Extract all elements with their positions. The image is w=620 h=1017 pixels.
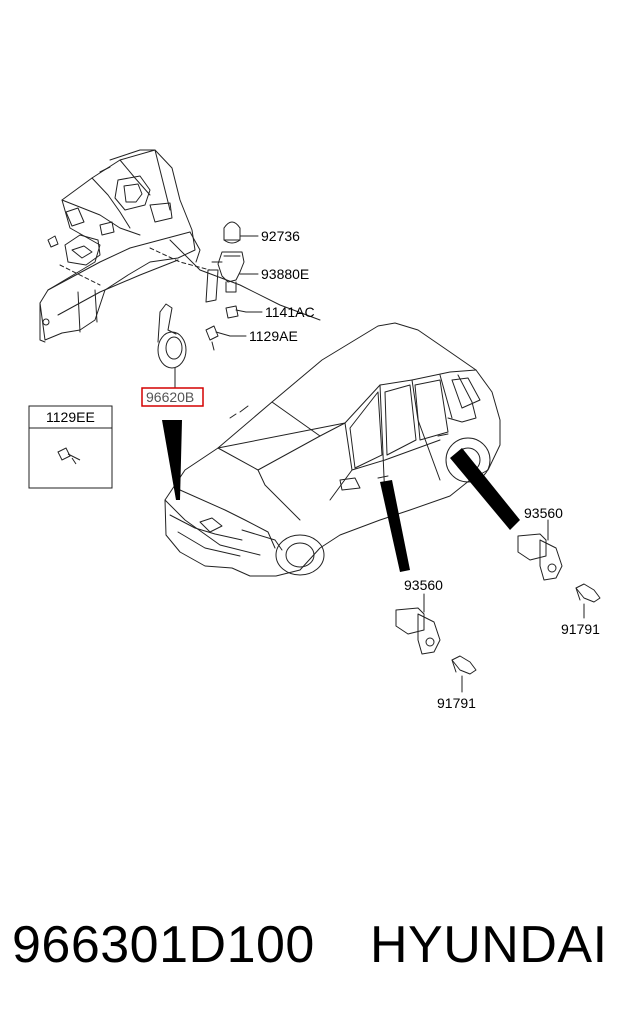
leader-arrow-rear-door	[450, 448, 520, 530]
part-number-caption: 966301D100	[12, 916, 315, 974]
horn-part-96620b	[157, 303, 187, 389]
door-switch-left	[395, 593, 477, 693]
bolt-part-1129ae	[205, 325, 247, 351]
callout-93560-left: 93560	[404, 577, 443, 593]
switch-part-93880e	[205, 251, 259, 303]
bolt-icon	[57, 447, 81, 465]
legend-box-1129ee: 1129EE	[28, 405, 113, 489]
leader-arrow-horn	[162, 420, 182, 500]
brand-caption: HYUNDAI	[370, 916, 608, 974]
callout-1129ae: 1129AE	[249, 328, 298, 344]
callout-1129ee: 1129EE	[46, 409, 95, 425]
leader-arrow-front-door	[380, 480, 410, 572]
callout-91791-right: 91791	[561, 621, 600, 637]
highlight-box-96620b	[141, 387, 204, 407]
callout-92736: 92736	[261, 228, 300, 244]
cap-part-92736	[223, 221, 259, 244]
door-switch-right	[517, 519, 601, 619]
front-frame-assembly	[39, 149, 321, 343]
screw-part-1141ac	[225, 305, 263, 319]
vehicle-outline	[164, 322, 501, 577]
callout-93880e: 93880E	[261, 266, 309, 282]
callout-1141ac: 1141AC	[265, 304, 315, 320]
callout-91791-left: 91791	[437, 695, 476, 711]
callout-96620b[interactable]: 96620B	[146, 389, 194, 405]
callout-93560-right: 93560	[524, 505, 563, 521]
